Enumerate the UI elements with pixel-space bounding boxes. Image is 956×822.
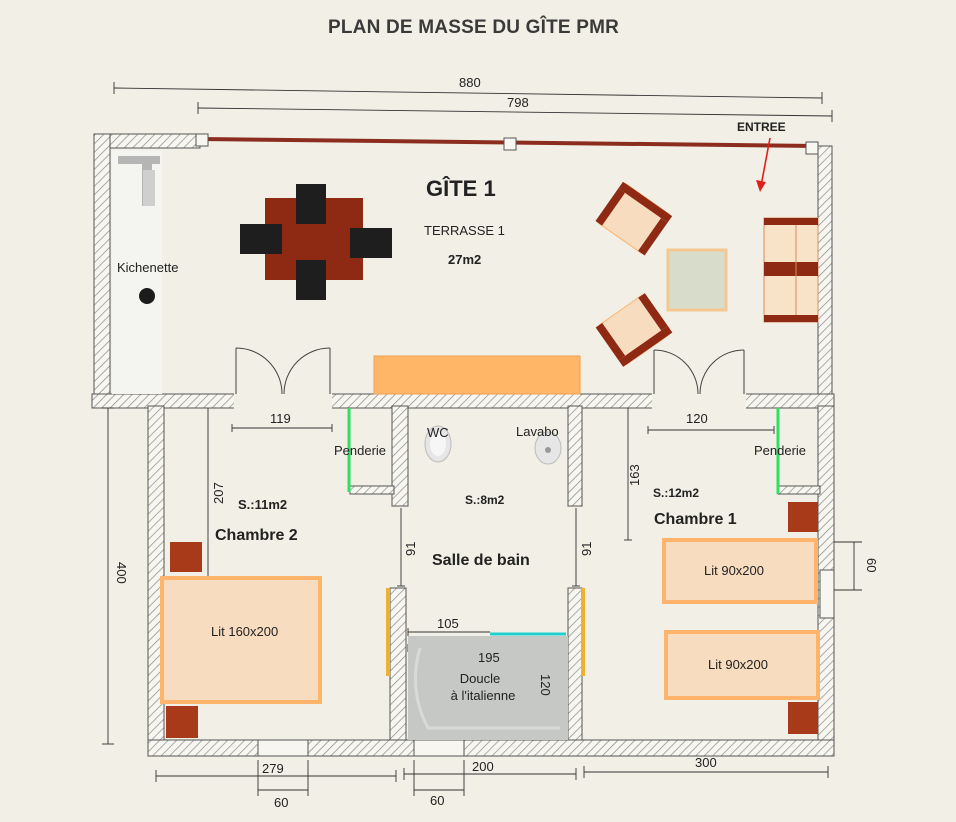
sink-label: Lavabo <box>516 424 559 439</box>
nightstand-ch2-bottom <box>166 706 198 738</box>
dim-bottom-mid-window: 60 <box>430 793 445 808</box>
bathroom-name: Salle de bain <box>432 552 530 569</box>
chambre2-closet-label: Penderie <box>334 443 387 458</box>
dining-table <box>240 184 392 300</box>
chambre1-closet-label: Penderie <box>754 443 807 458</box>
bathroom-area: S.:8m2 <box>465 493 505 507</box>
dim-overall-depth: 400 <box>114 562 129 584</box>
shower-label-line2: à l'italienne <box>450 688 516 703</box>
entrance-arrow-icon <box>756 137 771 192</box>
wc-label: WC <box>427 425 449 440</box>
dim-bath-door-left: 91 <box>403 541 418 556</box>
bed-160x200 <box>160 576 322 704</box>
dim-ch1-depth: 163 <box>627 464 642 486</box>
sofa <box>763 217 819 323</box>
dim-bath-door-right: 91 <box>579 541 594 556</box>
armchair-bottom <box>595 293 673 367</box>
terrace-area: 27m2 <box>448 252 482 267</box>
kitchenette-label: Kichenette <box>117 260 179 275</box>
nightstand-ch1-top <box>788 502 818 532</box>
chambre1-bed-a-label: Lit 90x200 <box>704 563 764 578</box>
dim-shower-width: 195 <box>478 650 500 665</box>
chambre2-bed-label: Lit 160x200 <box>211 624 279 639</box>
chambre2-name: Chambre 2 <box>215 527 298 544</box>
chambre1-area: S.:12m2 <box>653 486 700 500</box>
dim-bottom-left-window: 60 <box>274 795 289 810</box>
chambre1-bed-b-label: Lit 90x200 <box>708 657 768 672</box>
plan-title: PLAN DE MASSE DU GÎTE PMR <box>328 17 620 38</box>
dim-terrace-width: 798 <box>507 95 529 110</box>
italian-shower <box>408 632 568 740</box>
dim-ch1-window: 60 <box>864 558 879 573</box>
chambre1-name: Chambre 1 <box>654 511 737 528</box>
dim-bottom-right: 300 <box>695 755 717 770</box>
kitchenette-counter <box>112 150 162 394</box>
bench <box>373 355 581 395</box>
dim-ch2-closet-width: 119 <box>270 411 291 426</box>
shower-label-line1: Doucle <box>459 671 501 686</box>
double-door-chambre1 <box>653 349 745 395</box>
dim-bottom-mid: 200 <box>472 759 494 774</box>
dim-bottom-left: 279 <box>262 761 284 776</box>
nightstand-ch1-bottom <box>788 702 818 734</box>
nightstand-ch2-top <box>170 542 202 572</box>
terrace-name: TERRASSE 1 <box>424 223 505 238</box>
bath-door-right <box>581 588 585 676</box>
armchair-top <box>595 181 673 256</box>
sink-icon <box>534 431 562 465</box>
dim-shower-offset: 105 <box>437 616 459 631</box>
dimension-lines <box>102 82 862 796</box>
coffee-table <box>666 248 728 312</box>
dim-overall-width: 880 <box>459 75 481 90</box>
dim-shower-depth: 120 <box>538 674 553 696</box>
terrace-beam <box>195 133 819 155</box>
dim-ch2-depth: 207 <box>211 482 226 504</box>
gite-label: GÎTE 1 <box>426 176 496 201</box>
bed-90x200-a <box>662 538 818 604</box>
door-openings <box>234 393 746 409</box>
chambre2-area: S.:11m2 <box>238 497 288 512</box>
wc-icon <box>424 425 452 463</box>
entrance-label: ENTREE <box>737 120 786 134</box>
double-door-chambre2 <box>235 347 331 395</box>
dim-ch1-closet-width: 120 <box>686 411 708 426</box>
bath-door-left <box>386 588 390 676</box>
bed-90x200-b <box>664 630 820 700</box>
